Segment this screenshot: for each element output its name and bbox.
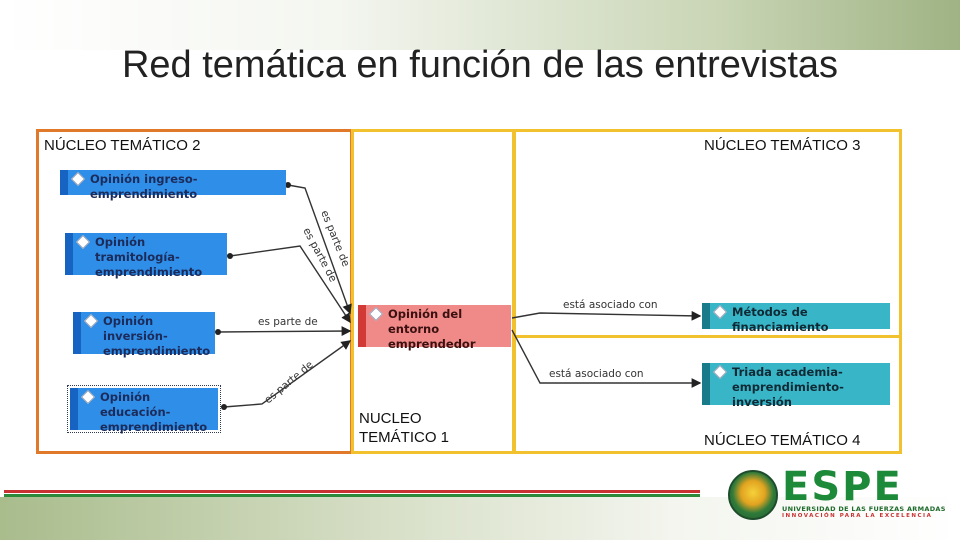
node-opinion-entorno-emprendedor[interactable]: Opinión del entorno emprendedor	[358, 305, 511, 351]
link-entorno-triada	[511, 329, 702, 388]
node-opinion-tramitologia-emprendimiento[interactable]: Opinión tramitología-emprendimiento	[65, 233, 227, 279]
node-label: Opinión tramitología-emprendimiento	[95, 235, 203, 279]
nucleo-2-label: NÚCLEO TEMÁTICO 2	[44, 137, 201, 154]
link-endpoint-dot	[215, 329, 221, 335]
nucleo-3-label: NÚCLEO TEMÁTICO 3	[704, 137, 861, 154]
espe-wordmark: ESPE	[782, 464, 903, 510]
link-inversion-entorno	[217, 326, 352, 336]
nucleo-4-label: NÚCLEO TEMÁTICO 4	[704, 432, 861, 449]
link-endpoint-dot	[227, 253, 233, 259]
node-label: Opinión educación-emprendimiento	[100, 390, 208, 434]
node-opinion-ingreso-emprendimiento[interactable]: Opinión ingreso-emprendimiento	[60, 170, 286, 201]
diamond-icon	[75, 234, 91, 250]
node-metodos-financiamiento[interactable]: Métodos de financiamiento	[702, 303, 890, 334]
espe-seal-logo	[728, 470, 778, 520]
node-opinion-educacion-emprendimiento[interactable]: Opinión educación-emprendimiento	[67, 385, 221, 434]
node-triada-academia[interactable]: Triada academia-emprendimiento-inversión	[702, 363, 890, 409]
link-tramitologia-entorno	[229, 245, 351, 324]
link-entorno-financiamiento	[511, 310, 702, 321]
node-label: Opinión ingreso-emprendimiento	[90, 172, 198, 201]
espe-tagline: INNOVACIÓN PARA LA EXCELENCIA	[782, 513, 933, 519]
diamond-icon	[83, 313, 99, 329]
node-label: Opinión inversión-emprendimiento	[103, 314, 211, 358]
nucleo-3-4-divider	[513, 335, 902, 338]
diamond-icon	[712, 364, 728, 380]
nucleo-1-label: NUCLEO TEMÁTICO 1	[359, 410, 450, 446]
diamond-icon	[70, 171, 86, 187]
edge-label-es-parte-de: es parte de	[262, 359, 315, 407]
footer-green-rule	[4, 494, 700, 497]
edge-label-esta-asociado-con: está asociado con	[549, 368, 644, 380]
diamond-icon	[712, 304, 728, 320]
link-endpoint-dot	[221, 404, 227, 410]
link-ingreso-entorno	[287, 184, 352, 315]
node-label: Métodos de financiamiento	[732, 305, 829, 334]
diamond-icon	[368, 306, 384, 322]
footer-red-rule	[4, 490, 700, 493]
header-gradient-band	[0, 0, 960, 50]
edge-label-es-parte-de: es parte de	[258, 316, 318, 328]
edge-label-esta-asociado-con: está asociado con	[563, 299, 658, 311]
link-educacion-entorno	[223, 340, 352, 408]
link-endpoint-dot	[285, 182, 291, 188]
node-label: Opinión del entorno emprendedor	[388, 307, 476, 351]
node-opinion-inversion-emprendimiento[interactable]: Opinión inversión-emprendimiento	[73, 312, 215, 358]
nucleo-3-4-frame	[513, 129, 902, 454]
diamond-icon	[80, 389, 96, 405]
slide-title: Red temática en función de las entrevist…	[121, 44, 839, 86]
node-label: Triada academia-emprendimiento-inversión	[732, 365, 844, 409]
footer-gradient-band	[0, 497, 960, 540]
espe-university-name: UNIVERSIDAD DE LAS FUERZAS ARMADAS	[782, 505, 946, 513]
